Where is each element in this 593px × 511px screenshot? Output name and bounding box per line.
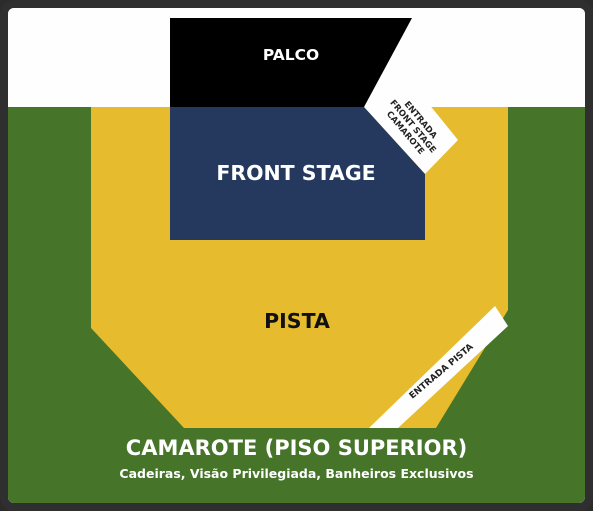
pista-label: PISTA [264, 309, 330, 333]
entrance-front-stage-strip[interactable] [364, 51, 458, 174]
camarote-caption: CAMAROTE (PISO SUPERIOR) Cadeiras, Visão… [8, 433, 585, 485]
camarote-title: CAMAROTE (PISO SUPERIOR) [125, 436, 468, 460]
stage-area[interactable] [170, 18, 412, 107]
entrance-pista-strip[interactable] [369, 306, 508, 428]
front-stage-label: FRONT STAGE [216, 161, 375, 185]
venue-map-svg: PALCO FRONT STAGE PISTA ENTRADA FRONT ST… [8, 8, 585, 503]
front-stage-area[interactable] [170, 107, 425, 240]
venue-map: PALCO FRONT STAGE PISTA ENTRADA FRONT ST… [8, 8, 585, 503]
camarote-subtitle: Cadeiras, Visão Privilegiada, Banheiros … [119, 466, 474, 481]
stage-label: PALCO [263, 46, 319, 64]
